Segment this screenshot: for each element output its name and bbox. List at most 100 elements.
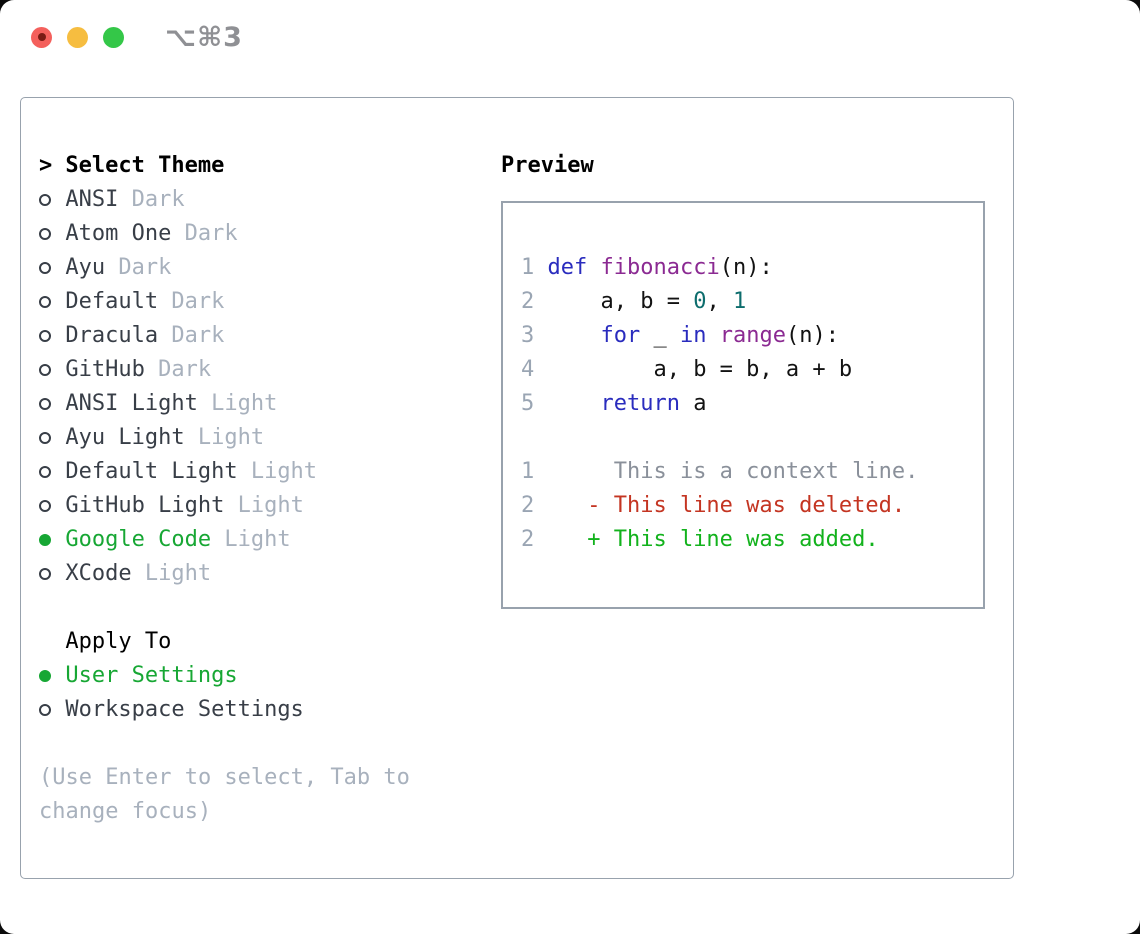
close-button[interactable] [31, 26, 52, 48]
selected-radio-icon [39, 670, 65, 682]
radio-circle [39, 704, 51, 716]
code-token [548, 391, 601, 416]
line-number: 1 [521, 459, 535, 484]
code-token: range [719, 323, 786, 348]
theme-option[interactable]: XCode Light [39, 557, 501, 591]
code-token: for [600, 323, 641, 348]
theme-variant: Light [197, 391, 278, 416]
apply-to-label: User Settings [65, 663, 238, 688]
radio-icon [39, 704, 65, 716]
theme-variant: Dark [158, 323, 225, 348]
theme-option[interactable]: Ayu Light Light [39, 421, 501, 455]
spacer [39, 591, 501, 625]
radio-circle [39, 500, 51, 512]
apply-to-option[interactable]: Workspace Settings [39, 693, 501, 727]
code-token [587, 255, 600, 280]
code-token: 0 [693, 289, 707, 314]
theme-option[interactable]: GitHub Dark [39, 353, 501, 387]
diff-text: - This line was deleted. [534, 493, 906, 518]
line-number: 4 [521, 357, 548, 382]
radio-icon [39, 398, 65, 410]
line-number: 2 [521, 289, 548, 314]
theme-option[interactable]: Ayu Dark [39, 251, 501, 285]
theme-option[interactable]: Atom One Dark [39, 217, 501, 251]
code-token: (n): [719, 255, 773, 280]
selected-radio-icon [39, 534, 65, 546]
theme-variant: Dark [105, 255, 172, 280]
theme-name: Dracula [65, 323, 159, 348]
apply-to-title: Apply To [65, 629, 172, 654]
cursor-arrow-icon: > [39, 153, 53, 178]
code-line: 4 a, b = b, a + b [521, 353, 973, 387]
code-token [548, 323, 601, 348]
theme-option[interactable]: Dracula Dark [39, 319, 501, 353]
code-line: 1 def fibonacci(n): [521, 251, 973, 285]
theme-variant: Dark [144, 357, 212, 382]
theme-name: GitHub Light [65, 493, 225, 518]
select-theme-title: Select Theme [65, 153, 225, 178]
code-line: 3 for _ in range(n): [521, 319, 973, 353]
theme-variant: Dark [118, 187, 185, 212]
code-token: _ [640, 323, 680, 348]
radio-icon [39, 500, 65, 512]
diff-line: 2 - This line was deleted. [521, 489, 973, 523]
line-number: 1 [521, 255, 548, 280]
radio-icon [39, 568, 65, 580]
theme-name: Ayu Light [65, 425, 185, 450]
theme-name: Default Light [65, 459, 238, 484]
theme-name: ANSI [65, 187, 119, 212]
radio-icon [39, 194, 65, 206]
radio-circle [39, 228, 51, 240]
code-token: in [679, 323, 707, 348]
window-title: ⌥⌘3 [165, 21, 243, 53]
theme-name: XCode [65, 561, 132, 586]
theme-variant: Light [211, 527, 291, 552]
theme-option[interactable]: ANSI Light Light [39, 387, 501, 421]
radio-icon [39, 432, 65, 444]
preview-column: Preview 1 def fibonacci(n):2 a, b = 0, 1… [501, 98, 1013, 878]
code-token: return [600, 391, 680, 416]
code-token: a [679, 391, 707, 416]
line-number: 5 [521, 391, 548, 416]
close-button-dot [37, 33, 46, 41]
theme-option[interactable]: Google Code Light [39, 523, 501, 557]
diff-text: + This line was added. [534, 527, 879, 552]
theme-option[interactable]: GitHub Light Light [39, 489, 501, 523]
code-token: , [706, 289, 733, 314]
radio-icon [39, 364, 65, 376]
theme-variant: Light [184, 425, 265, 450]
radio-icon [39, 466, 65, 478]
code-token [706, 323, 719, 348]
code-token: 1 [732, 289, 747, 314]
help-text: (Use Enter to select, Tab to change focu… [39, 765, 410, 824]
radio-circle [39, 534, 51, 546]
theme-variant: Dark [158, 289, 225, 314]
theme-option[interactable]: ANSI Dark [39, 183, 501, 217]
radio-circle [39, 398, 51, 410]
radio-icon [39, 330, 65, 342]
apply-to-option[interactable]: User Settings [39, 659, 501, 693]
radio-circle [39, 432, 51, 444]
minimize-button[interactable] [67, 26, 88, 48]
radio-circle [39, 194, 51, 206]
line-number: 2 [521, 527, 535, 552]
code-token: (n): [785, 323, 839, 348]
theme-name: Google Code [65, 527, 212, 552]
theme-variant: Light [224, 493, 304, 518]
line-number: 2 [521, 493, 535, 518]
diff-line: 2 + This line was added. [521, 523, 973, 557]
theme-option[interactable]: Default Light Light [39, 455, 501, 489]
radio-icon [39, 296, 65, 308]
diff-line: 1 This is a context line. [521, 455, 973, 489]
theme-name: Default [65, 289, 159, 314]
zoom-button[interactable] [103, 26, 124, 48]
cursor-marker: > [39, 149, 65, 183]
theme-variant: Light [131, 561, 212, 586]
theme-option[interactable]: Default Dark [39, 285, 501, 319]
